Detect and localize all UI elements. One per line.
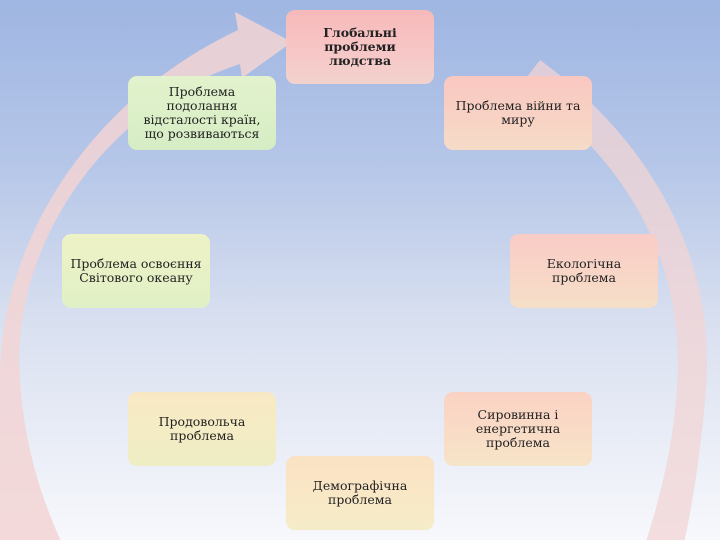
node-food: Продовольча проблема xyxy=(128,392,276,466)
node-ecological: Екологічна проблема xyxy=(510,234,658,308)
node-demographic: Демографічна проблема xyxy=(286,456,434,530)
node-global-problems-title: Глобальні проблеми людства xyxy=(286,10,434,84)
node-raw-materials-energy: Сировинна і енергетична проблема xyxy=(444,392,592,466)
node-developing-countries-backwardness: Проблема подолання відсталості країн, що… xyxy=(128,76,276,150)
node-war-and-peace: Проблема війни та миру xyxy=(444,76,592,150)
node-world-ocean: Проблема освоєння Світового океану xyxy=(62,234,210,308)
